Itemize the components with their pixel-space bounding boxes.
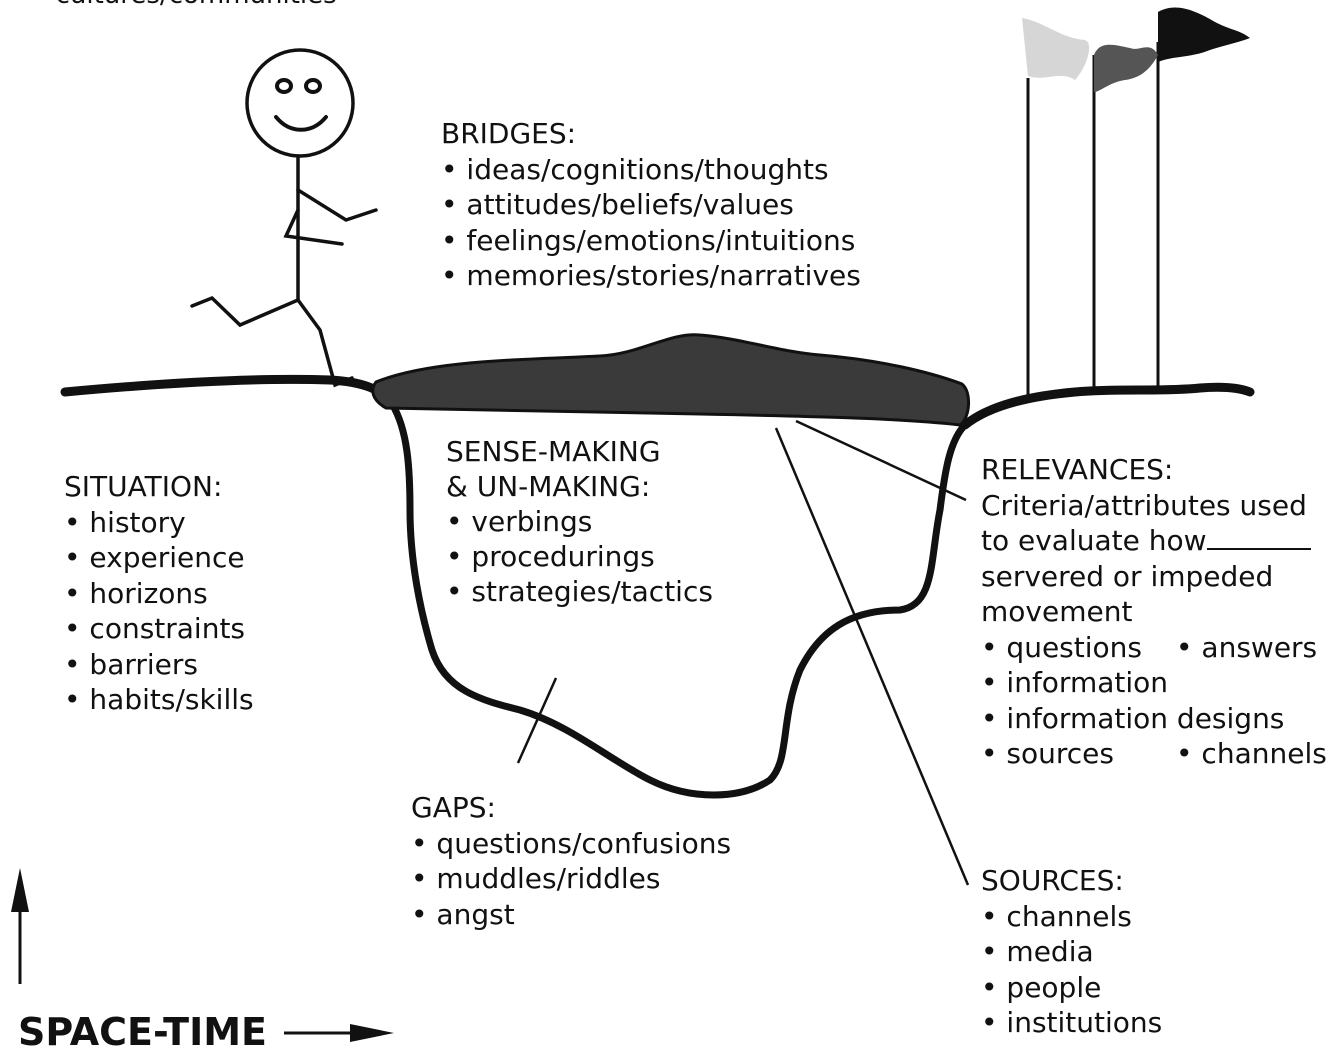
gap-chasm-outline [388,402,968,799]
situation-block: SITUATION: history experience horizons c… [64,469,254,718]
stick-figure-icon [190,48,378,388]
situation-item: history [64,505,254,541]
bridges-item: ideas/cognitions/thoughts [441,152,861,188]
gaps-pointer-line [516,677,558,764]
space-time-axis-label: SPACE-TIME [18,1010,268,1054]
sources-title: SOURCES: [981,864,1124,897]
gaps-item: angst [411,897,731,933]
sources-item: people [981,970,1162,1006]
relevances-item: questions [1006,630,1142,664]
bridges-item: memories/stories/narratives [441,258,860,294]
relevances-item: information [981,665,1311,701]
relevances-desc-2-row: to evaluate how [981,523,1311,559]
sources-item: institutions [981,1005,1162,1041]
cultures-communities-fragment: cultures/communities [32,0,337,10]
relevances-item: channels [1176,736,1326,772]
sense-making-item: strategies/tactics [446,574,713,609]
situation-title: SITUATION: [64,470,223,503]
situation-item: experience [64,540,254,576]
gaps-item: muddles/riddles [411,861,731,897]
situation-item: horizons [64,576,254,612]
relevances-item: answers [1176,630,1317,666]
relevances-pointer-line [795,419,967,502]
relevances-item: sources [1006,737,1114,770]
relevances-title: RELEVANCES: [981,453,1174,486]
bridges-item: attitudes/beliefs/values [441,187,861,223]
blank-underline [1206,526,1311,550]
sources-pointer-line [774,427,970,886]
relevances-desc-4: movement [981,595,1133,628]
situation-item: constraints [64,611,254,647]
up-arrow-icon [11,868,29,984]
situation-item: barriers [64,647,254,683]
situation-item: habits/skills [64,682,253,718]
right-arrow-icon [284,1024,394,1042]
sources-item: channels [981,899,1162,935]
gaps-block: GAPS: questions/confusions muddles/riddl… [411,790,731,932]
sense-making-title-2: & UN-MAKING: [446,470,651,503]
relevances-item: information designs [981,701,1311,737]
relevances-desc-1: Criteria/attributes used [981,488,1307,522]
relevances-desc-3: servered or impeded [981,559,1274,593]
relevances-block: RELEVANCES: Criteria/attributes used to … [981,452,1327,772]
relevances-item-row: questions answers [981,630,1317,666]
relevances-item-row: sources channels [981,736,1326,772]
bridges-item: feelings/emotions/intuitions [441,223,861,259]
sources-block: SOURCES: channels media people instituti… [981,863,1162,1041]
relevances-desc-2: to evaluate how [981,524,1207,557]
sources-item: media [981,934,1162,970]
sense-making-title-1: SENSE-MAKING [446,435,661,468]
bridge-shape [371,333,970,427]
right-ground-line [960,382,1255,430]
sense-making-block: SENSE-MAKING & UN-MAKING: verbings proce… [446,434,713,609]
flags-icon [1022,7,1250,395]
gaps-item: questions/confusions [411,826,731,862]
sense-making-item: procedurings [446,539,713,574]
bridges-title: BRIDGES: [441,117,577,150]
gaps-title: GAPS: [411,791,496,824]
sense-making-item: verbings [446,504,713,539]
bridges-block: BRIDGES: ideas/cognitions/thoughts attit… [441,116,861,294]
